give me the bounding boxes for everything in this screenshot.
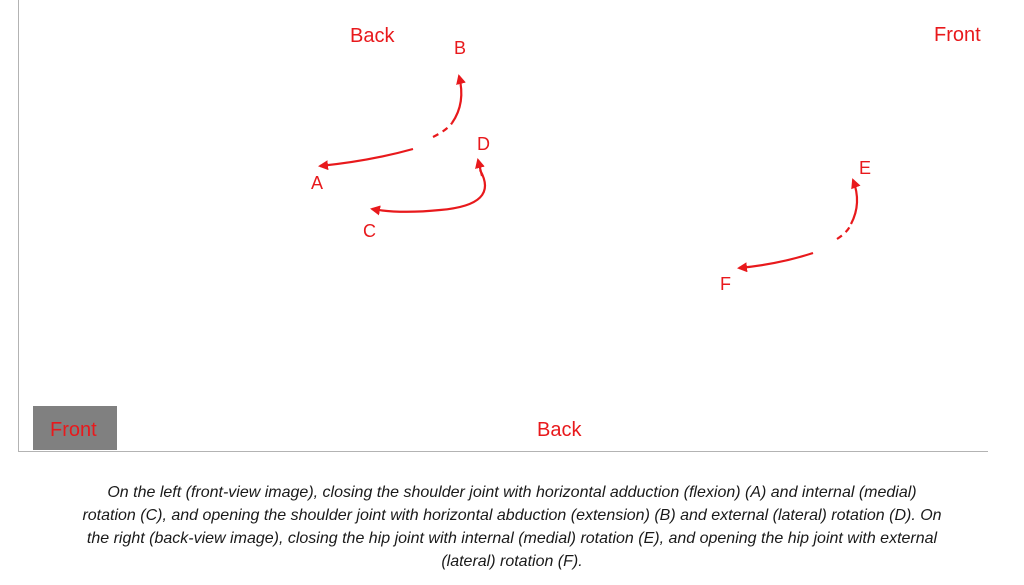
front-label-box: Front [33,406,117,450]
arrow-e-dashed [836,223,853,240]
label-b: B [454,38,467,58]
left-front-label: Front [50,419,97,441]
arrow-a [318,147,414,171]
caption-line-2: rotation (C), and opening the shoulder j… [82,507,942,524]
caption-line-1: On the left (front-view image), closing … [107,484,917,501]
figure-caption: On the left (front-view image), closing … [0,481,1024,573]
label-c: C [363,221,376,241]
arrow-e [850,178,861,225]
arrow-b [451,74,466,124]
arrow-b-dashed [432,122,453,138]
label-e: E [859,158,872,178]
left-panel-front-view: Front [18,0,505,451]
arrow-c [370,169,486,216]
label-f: F [720,274,731,294]
arrow-f [737,251,814,273]
arrow-d-head [475,158,485,177]
panel-bottom-divider [18,451,988,452]
right-panel-back-view [504,0,988,451]
label-d: D [477,134,490,154]
left-back-label: Back [350,25,395,47]
caption-line-3: the right (back-view image), closing the… [86,530,938,547]
label-a: A [311,173,324,193]
movement-arrows [318,74,861,273]
right-front-label: Front [934,24,981,46]
caption-line-4: (lateral) rotation (F). [441,553,583,570]
right-back-label: Back [537,419,582,441]
